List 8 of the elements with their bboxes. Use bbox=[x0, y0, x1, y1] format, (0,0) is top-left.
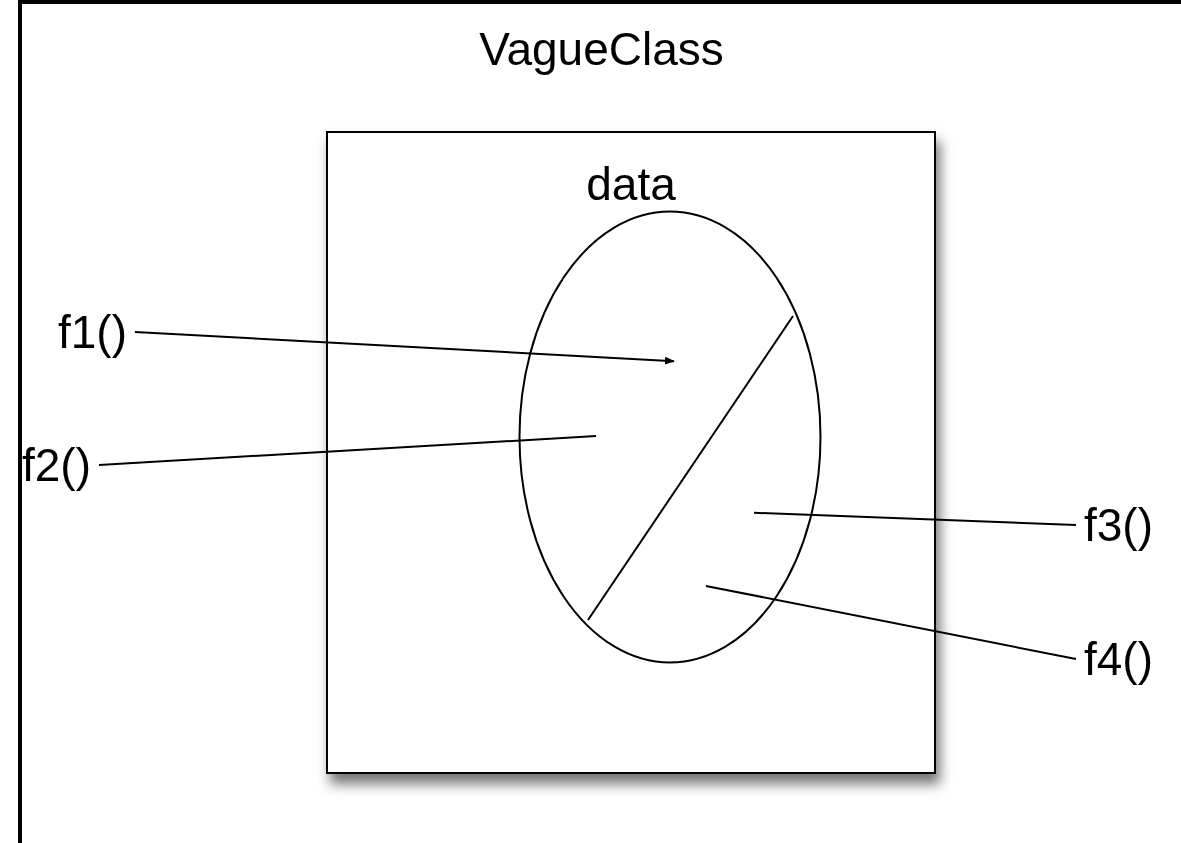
data-box bbox=[326, 131, 936, 774]
leader-line bbox=[98, 435, 598, 466]
leader-line bbox=[752, 511, 1077, 526]
class-frame bbox=[18, 0, 1181, 843]
ellipse-shape bbox=[518, 210, 822, 664]
leader-arrow bbox=[134, 331, 675, 365]
leader-line bbox=[704, 584, 1077, 660]
section-title: data bbox=[586, 161, 676, 207]
